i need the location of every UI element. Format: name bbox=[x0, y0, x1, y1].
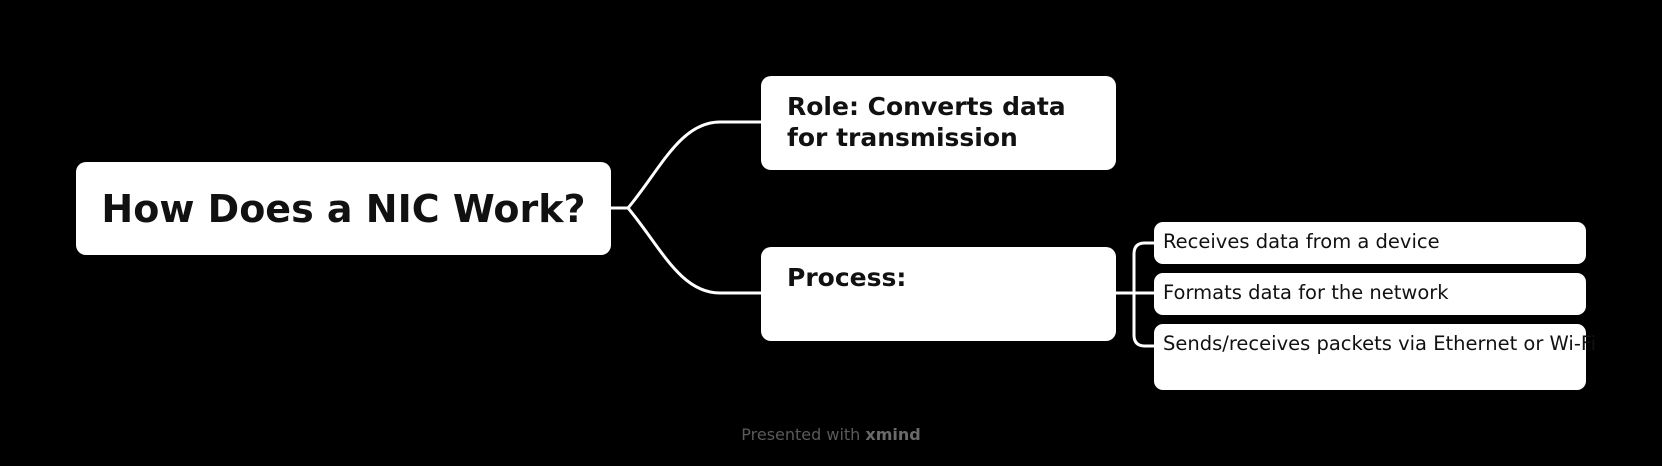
subtopic-sends-receives-packets-label: Sends/receives packets via Ethernet or W… bbox=[1163, 332, 1597, 355]
connector-root-to-role bbox=[611, 120, 761, 210]
connector-process-to-leaf-1 bbox=[1132, 241, 1154, 293]
subtopic-receives-data[interactable]: Receives data from a device bbox=[1154, 222, 1586, 264]
footer-prefix: Presented with bbox=[741, 425, 861, 444]
central-topic[interactable]: How Does a NIC Work? bbox=[76, 162, 611, 255]
topic-role-label: Role: Converts data for transmission bbox=[787, 92, 1066, 152]
central-topic-label: How Does a NIC Work? bbox=[101, 186, 586, 231]
subtopic-formats-data-label: Formats data for the network bbox=[1163, 281, 1449, 304]
subtopic-receives-data-label: Receives data from a device bbox=[1163, 230, 1440, 253]
connector-root-to-process bbox=[611, 206, 761, 295]
subtopic-formats-data[interactable]: Formats data for the network bbox=[1154, 273, 1586, 315]
connector-process-to-leaf-3 bbox=[1132, 293, 1154, 348]
subtopic-sends-receives-packets[interactable]: Sends/receives packets via Ethernet or W… bbox=[1154, 324, 1596, 390]
presented-with-footer: Presented with xmind bbox=[0, 425, 1662, 444]
topic-role[interactable]: Role: Converts data for transmission bbox=[761, 76, 1116, 170]
topic-process[interactable]: Process: bbox=[761, 247, 1116, 341]
topic-process-label: Process: bbox=[787, 263, 907, 292]
xmind-brand[interactable]: xmind bbox=[865, 425, 921, 444]
